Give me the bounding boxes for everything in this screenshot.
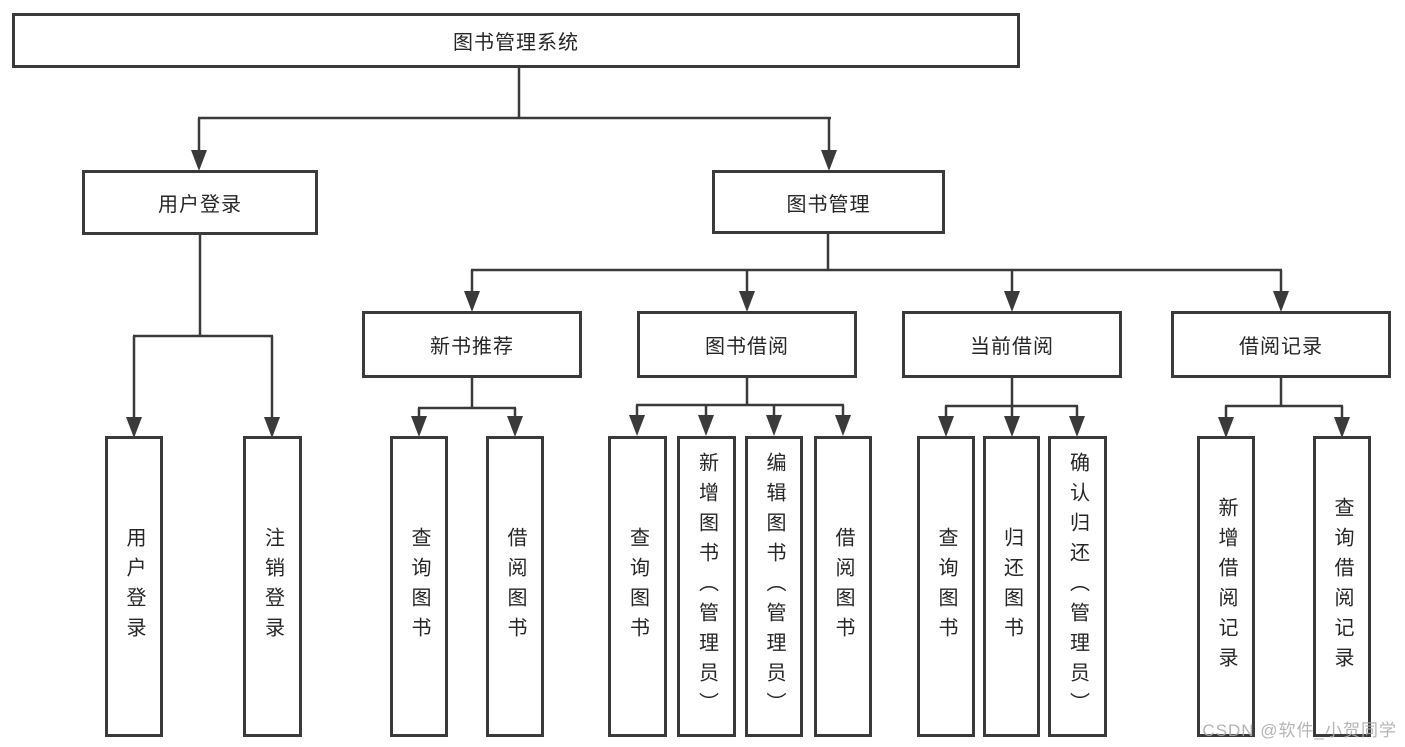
node-current-borrow: 当前借阅 [902, 311, 1122, 378]
node-label: 图书借阅 [705, 336, 789, 358]
leaf-current-return-book: 归还图书 [983, 436, 1040, 737]
arrow-down-icon [1218, 417, 1234, 438]
leaf-user-login: 用户登录 [105, 436, 163, 737]
leaf-borrow-borrow-book: 借阅图书 [814, 436, 872, 737]
node-label: 当前借阅 [970, 336, 1054, 358]
node-label: 用户登录 [158, 194, 242, 216]
arrow-down-icon [126, 417, 142, 438]
arrow-down-icon [507, 416, 523, 437]
leaf-logout: 注销登录 [243, 436, 302, 737]
leaf-newbook-borrow-book: 借阅图书 [486, 436, 544, 737]
arrow-down-icon [835, 415, 851, 436]
arrow-down-icon [411, 416, 427, 437]
node-label: 查询图书 [935, 526, 957, 647]
node-label: 新书推荐 [430, 336, 514, 358]
arrow-down-icon [191, 150, 207, 171]
arrow-down-icon [739, 291, 755, 312]
node-borrow-record: 借阅记录 [1171, 311, 1391, 378]
node-label: 用户登录 [123, 526, 145, 647]
arrow-down-icon [1273, 291, 1289, 312]
arrow-down-icon [1069, 416, 1085, 437]
leaf-borrow-edit-book-admin: 编辑图书（管理员） [745, 436, 803, 737]
node-label: 借阅记录 [1239, 336, 1323, 358]
leaf-borrow-add-book-admin: 新增图书（管理员） [677, 436, 736, 737]
csdn-watermark: CSDN @软件_小贺同学 [1202, 721, 1397, 740]
arrow-down-icon [464, 291, 480, 312]
node-user-login-branch: 用户登录 [82, 170, 318, 235]
leaf-borrow-query-book: 查询图书 [608, 436, 667, 737]
node-label: 借阅图书 [832, 526, 854, 647]
leaf-current-query-book: 查询图书 [917, 436, 975, 737]
arrow-down-icon [1004, 291, 1020, 312]
node-label: 查询图书 [626, 526, 649, 647]
leaf-newbook-query-book: 查询图书 [390, 436, 448, 737]
arrow-down-icon [1004, 416, 1020, 437]
node-label: 确认归还（管理员） [1066, 451, 1089, 722]
node-new-book-recommend: 新书推荐 [362, 311, 582, 378]
node-label: 借阅图书 [504, 526, 526, 647]
arrow-down-icon [629, 415, 645, 436]
node-label: 编辑图书（管理员） [763, 451, 785, 722]
node-label: 查询图书 [408, 526, 430, 647]
arrow-down-icon [938, 416, 954, 437]
node-label: 归还图书 [1000, 526, 1023, 647]
node-root-system: 图书管理系统 [12, 13, 1020, 68]
node-label: 查询借阅记录 [1331, 496, 1353, 677]
arrow-down-icon [821, 150, 837, 171]
node-label: 注销登录 [261, 526, 284, 647]
node-label: 新增借阅记录 [1215, 496, 1237, 677]
node-label: 图书管理系统 [453, 32, 579, 54]
node-book-borrow: 图书借阅 [637, 311, 857, 378]
node-book-management: 图书管理 [712, 170, 945, 234]
node-label: 新增图书（管理员） [695, 451, 718, 722]
leaf-record-add-record: 新增借阅记录 [1197, 436, 1255, 737]
leaf-current-confirm-return-admin: 确认归还（管理员） [1048, 436, 1107, 737]
arrow-down-icon [264, 417, 280, 438]
arrow-down-icon [1334, 417, 1350, 438]
leaf-record-query-record: 查询借阅记录 [1313, 436, 1371, 737]
arrow-down-icon [766, 415, 782, 436]
arrow-down-icon [698, 415, 714, 436]
node-label: 图书管理 [786, 193, 871, 216]
